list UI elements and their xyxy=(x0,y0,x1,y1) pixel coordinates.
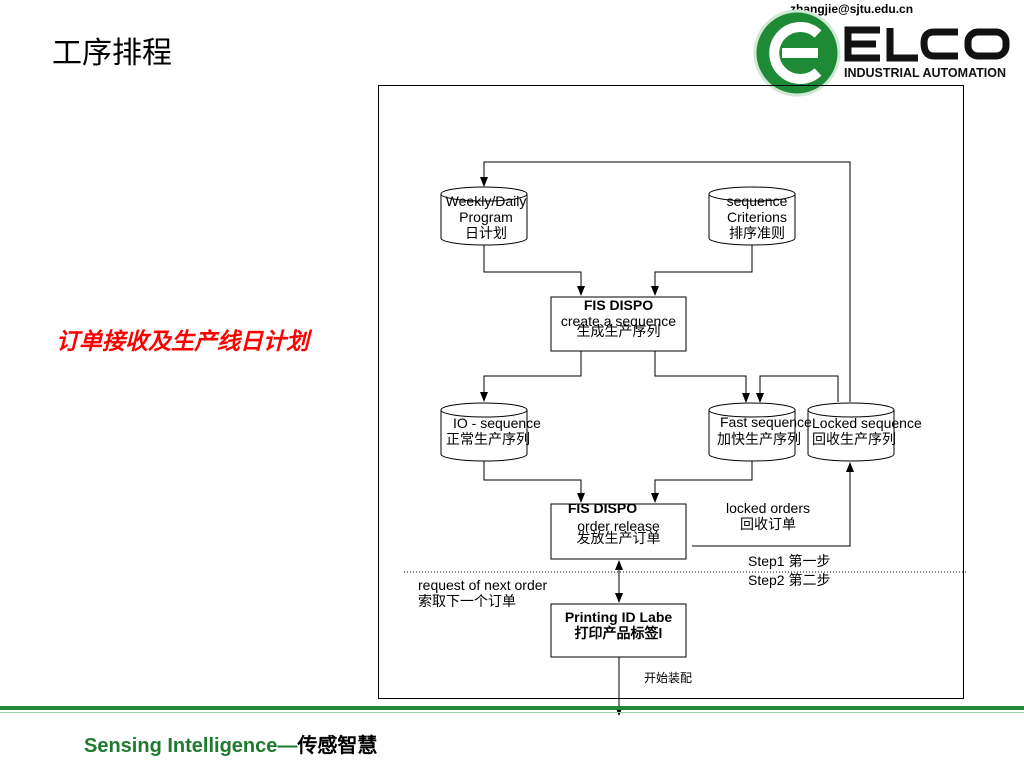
dispo-release-label: FIS DISPO order release 发放生产订单 xyxy=(567,500,661,546)
dispo-create-label: FIS DISPO create a sequence 生成生产序列 xyxy=(560,297,677,339)
locked-orders-label: locked orders 回收订单 xyxy=(725,500,811,532)
weekly-program-label: Weekly/Daily Program 日计划 xyxy=(445,193,527,241)
footer-divider xyxy=(0,706,1024,710)
fast-sequence-cylinder xyxy=(708,402,796,462)
dispo-release-box xyxy=(550,503,687,560)
footer-slogan-en: Sensing Intelligence— xyxy=(84,735,298,757)
slide-title: 工序排程 xyxy=(52,36,172,71)
io-sequence-cn: 正常生产序列 xyxy=(446,431,530,447)
locked-sequence-cn: 回收生产序列 xyxy=(812,431,896,447)
fast-sequence-cn: 加快生产序列 xyxy=(717,431,801,447)
step1-label: Step1 第一步 xyxy=(748,553,831,569)
footer-slogan: Sensing Intelligence—传感智慧 xyxy=(84,729,377,758)
author-email: zhangjie@sjtu.edu.cn xyxy=(790,2,914,16)
footer-slogan-cn: 传感智慧 xyxy=(297,735,378,757)
criterions-label: sequence Criterions 排序准则 xyxy=(726,193,788,241)
io-sequence-cylinder xyxy=(440,402,528,462)
io-sequence-label: IO - sequence xyxy=(453,415,541,431)
logo-tagline: INDUSTRIAL AUTOMATION xyxy=(844,66,1006,80)
footer-divider-thin xyxy=(0,712,1024,713)
side-title: 订单接收及生产线日计划 xyxy=(56,329,309,355)
printing-box xyxy=(550,603,687,658)
request-next-order-label: request of next order 索取下一个订单 xyxy=(418,577,548,609)
start-assembly-label: 开始装配 xyxy=(644,671,693,685)
diagram-frame xyxy=(378,85,964,699)
weekly-program-cylinder xyxy=(440,186,528,246)
step2-label: Step2 第二步 xyxy=(748,572,831,588)
locked-sequence-cylinder xyxy=(807,402,895,462)
dispo-create-box xyxy=(550,296,687,352)
printing-label: Printing ID Labe 打印产品标签l xyxy=(564,609,673,641)
fast-sequence-label: Fast sequence xyxy=(720,414,812,430)
elco-logo: INDUSTRIAL AUTOMATION xyxy=(753,9,1010,97)
locked-sequence-label: Locked sequence xyxy=(812,415,922,431)
criterions-cylinder xyxy=(708,186,796,246)
